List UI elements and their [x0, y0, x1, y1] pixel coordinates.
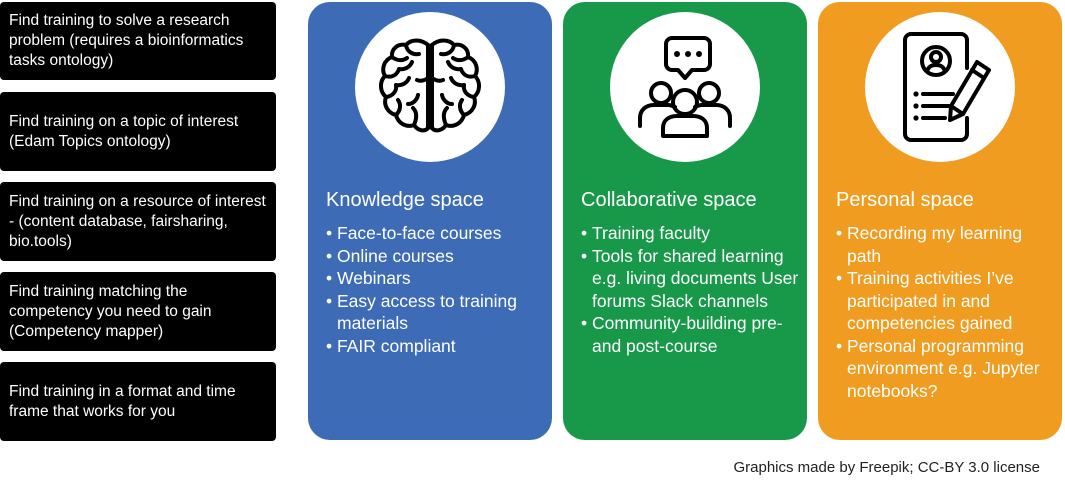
training-box-competency: Find training matching the competency yo…: [0, 272, 276, 351]
group-chat-icon: [638, 36, 732, 138]
training-box-format: Find training in a format and time frame…: [0, 362, 276, 441]
profile-document-icon: [903, 32, 991, 142]
list-item: Training faculty: [581, 222, 801, 245]
training-box-text: Find training in a format and time frame…: [9, 382, 236, 420]
personal-icon-circle: [865, 12, 1015, 162]
space-title: Personal space: [836, 189, 974, 211]
training-box-topic: Find training on a topic of interest (Ed…: [0, 92, 276, 171]
training-box-text: Find training on a topic of interest (Ed…: [9, 112, 239, 150]
training-box-text: Find training on a resource of interest …: [9, 192, 266, 250]
list-item: Recording my learning path: [836, 222, 1056, 267]
training-box-resource: Find training on a resource of interest …: [0, 182, 276, 261]
list-item: Training activities I’ve participated in…: [836, 267, 1056, 335]
space-title: Collaborative space: [581, 189, 757, 211]
space-title: Knowledge space: [326, 189, 484, 211]
collaborative-icon-circle: [610, 12, 760, 162]
knowledge-icon-circle: [355, 12, 505, 162]
personal-space-list: Recording my learning path Training acti…: [836, 222, 1056, 402]
training-box-text: Find training matching the competency yo…: [9, 282, 212, 340]
knowledge-space-list: Face-to-face courses Online courses Webi…: [326, 222, 546, 357]
training-box-text: Find training to solve a research proble…: [9, 12, 244, 69]
brain-icon: [379, 38, 481, 133]
collaborative-space-list: Training faculty Tools for shared learni…: [581, 222, 801, 357]
footer-credit: Graphics made by Freepik; CC-BY 3.0 lice…: [733, 459, 1040, 476]
list-item: Easy access to training materials: [326, 290, 546, 335]
list-item: Face-to-face courses: [326, 222, 546, 245]
list-item: FAIR compliant: [326, 335, 546, 358]
collaborative-space-panel: Collaborative space Training faculty Too…: [563, 2, 807, 440]
knowledge-space-panel: Knowledge space Face-to-face courses Onl…: [308, 2, 552, 440]
list-item: Online courses: [326, 245, 546, 268]
list-item: Personal programming environment e.g. Ju…: [836, 335, 1056, 403]
list-item: Webinars: [326, 267, 546, 290]
list-item: Tools for shared learning e.g. living do…: [581, 245, 801, 313]
personal-space-panel: Personal space Recording my learning pat…: [818, 2, 1062, 440]
training-box-research-problem: Find training to solve a research proble…: [0, 2, 276, 80]
list-item: Community-building pre- and post-course: [581, 312, 801, 357]
